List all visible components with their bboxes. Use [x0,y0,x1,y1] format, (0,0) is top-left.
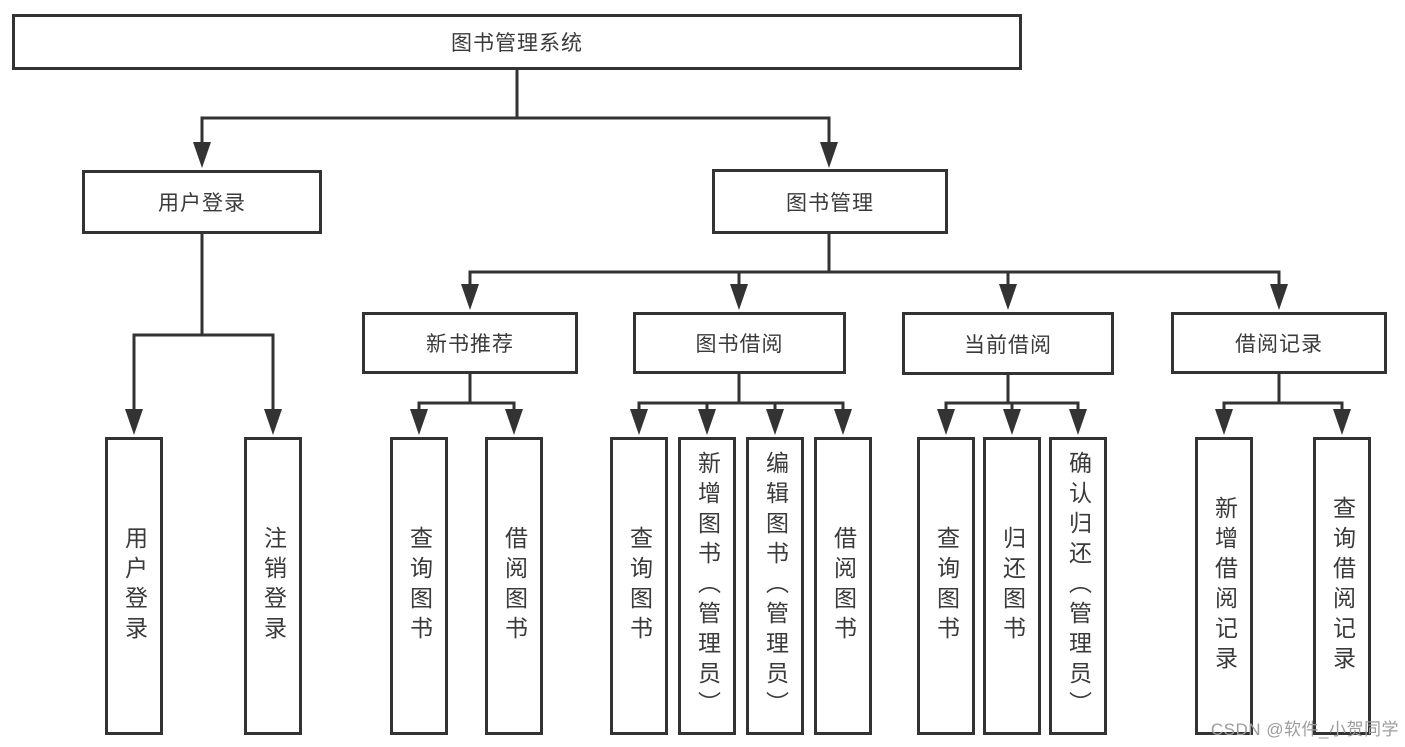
leaf-logout-label: 注销登录 [260,526,287,646]
node-current-borrowing-label: 当前借阅 [964,333,1052,357]
node-root-label: 图书管理系统 [451,32,583,55]
leaf-edit-book-admin-label: 编辑图书（管理员） [762,451,789,721]
leaf-borrow-book: 借阅图书 [814,437,872,735]
node-book-borrowing-label: 图书借阅 [695,333,784,356]
node-borrow-records: 借阅记录 [1171,312,1387,374]
leaf-add-borrow-record: 新增借阅记录 [1195,437,1253,735]
node-book-borrowing: 图书借阅 [633,312,846,374]
leaf-borrow-book-rec-label: 借阅图书 [501,526,528,646]
node-book-management-label: 图书管理 [786,191,874,215]
leaf-return-book-label: 归还图书 [999,526,1026,646]
leaf-add-book-admin-label: 新增图书（管理员） [694,451,721,721]
leaf-query-borrow-record: 查询借阅记录 [1313,437,1371,735]
node-user-login: 用户登录 [82,170,322,234]
leaf-query-book-rec-label: 查询图书 [406,526,433,646]
watermark: CSDN @软件_小贺同学 [1210,720,1399,739]
leaf-borrow-book-rec: 借阅图书 [485,437,543,735]
node-user-login-label: 用户登录 [158,192,246,215]
leaf-edit-book-admin: 编辑图书（管理员） [746,437,804,735]
leaf-add-borrow-record-label: 新增借阅记录 [1211,496,1238,676]
node-new-book-recommend-label: 新书推荐 [426,333,514,356]
leaf-add-book-admin: 新增图书（管理员） [678,437,736,735]
leaf-return-book: 归还图书 [983,437,1041,735]
leaf-query-book-bor: 查询图书 [610,437,668,735]
leaf-confirm-return-admin: 确认归还（管理员） [1049,437,1107,735]
leaf-borrow-book-label: 借阅图书 [830,526,857,646]
node-current-borrowing: 当前借阅 [902,312,1114,375]
leaf-query-book-rec: 查询图书 [390,437,448,735]
node-book-management: 图书管理 [712,169,948,234]
node-borrow-records-label: 借阅记录 [1235,333,1323,356]
leaf-query-book-cur: 查询图书 [917,437,975,735]
leaf-confirm-return-admin-label: 确认归还（管理员） [1065,451,1092,721]
leaf-logout: 注销登录 [244,437,302,735]
node-new-book-recommend: 新书推荐 [362,312,578,374]
leaf-user-login: 用户登录 [105,437,163,735]
leaf-query-borrow-record-label: 查询借阅记录 [1329,496,1356,676]
leaf-query-book-bor-label: 查询图书 [626,526,653,646]
leaf-user-login-label: 用户登录 [121,526,148,646]
leaf-query-book-cur-label: 查询图书 [933,526,960,646]
node-root: 图书管理系统 [12,14,1022,70]
